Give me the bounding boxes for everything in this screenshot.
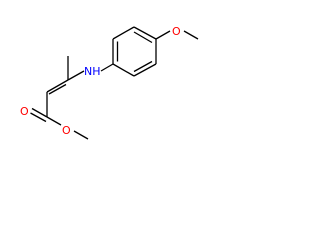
- ring-bond-5: [133, 63, 157, 77]
- n-ring-bond: [100, 63, 114, 72]
- ring-bond-6: [112, 63, 135, 77]
- amine-n-label: NH: [84, 65, 101, 78]
- ring-bond-3: [133, 26, 157, 40]
- ring-double-bond-b: [133, 31, 153, 44]
- ring-double-bond-c: [133, 60, 153, 73]
- ester-o-methyl-bond: [73, 130, 89, 140]
- methoxy-o-methyl-bond: [183, 30, 199, 40]
- carbonyl-o-label: O: [20, 105, 29, 118]
- structure-diagram: NH O O O: [20, 25, 199, 140]
- ring-bond-2: [112, 26, 135, 40]
- c3-c2-double-bond-inner: [48, 83, 67, 95]
- ring-methoxy-o-bond: [155, 30, 171, 40]
- c3-c2-double-bond-outer: [46, 79, 69, 93]
- c1-carbonyl-o-bond-inner: [30, 112, 47, 123]
- methoxy-o-label: O: [172, 25, 181, 38]
- c1-carbonyl-o-bond-outer: [31, 107, 48, 118]
- c3-n-bond: [67, 70, 85, 81]
- c1-ester-o-bond: [46, 116, 62, 126]
- ester-o-label: O: [62, 124, 71, 137]
